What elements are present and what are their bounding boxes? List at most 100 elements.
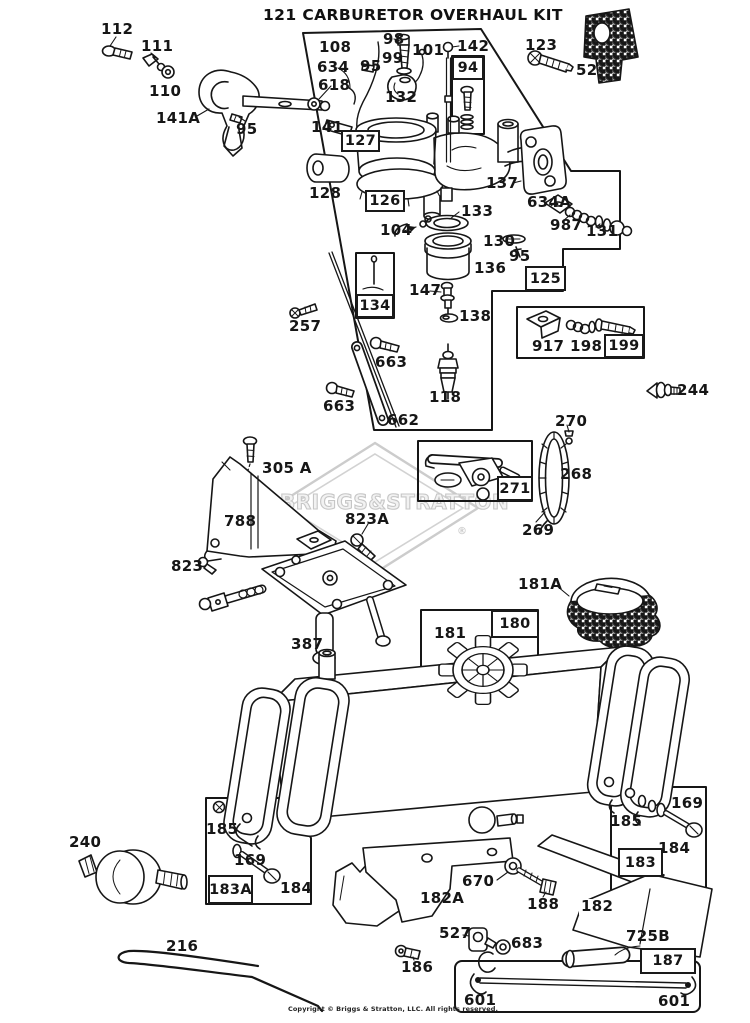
part-label-618: 618 bbox=[318, 76, 351, 94]
part-98-99-needle-drawing bbox=[396, 33, 412, 75]
part-label-601-a: 601 bbox=[464, 991, 497, 1009]
part-683-grommet-drawing bbox=[484, 937, 511, 955]
part-label-131: 131 bbox=[586, 222, 619, 240]
part-box-label-127: 127 bbox=[341, 130, 380, 152]
part-label-670: 670 bbox=[462, 872, 495, 890]
part-label-110: 110 bbox=[149, 82, 182, 100]
part-box-label-183A: 183A bbox=[208, 875, 253, 904]
part-label-104: 104 bbox=[380, 221, 413, 239]
part-label-244: 244 bbox=[677, 381, 710, 399]
registered-mark-icon: ® bbox=[457, 526, 467, 537]
part-label-240: 240 bbox=[69, 833, 102, 851]
part-138-washer-drawing bbox=[439, 313, 459, 323]
part-label-142: 142 bbox=[457, 37, 490, 55]
part-label-185-b: 185 bbox=[610, 812, 643, 830]
tank-straps-left-drawing bbox=[223, 676, 350, 845]
part-663-screw-drawing-b bbox=[325, 381, 355, 398]
part-label-188: 188 bbox=[527, 895, 560, 913]
part-label-823: 823 bbox=[171, 557, 204, 575]
part-label-182A: 182A bbox=[420, 889, 465, 907]
part-257-screw-drawing bbox=[289, 303, 318, 319]
copyright-text: Copyright © Briggs & Stratton, LLC. All … bbox=[288, 1005, 499, 1013]
part-label-181: 181 bbox=[434, 624, 467, 642]
part-634A-spring-assy-drawing bbox=[544, 194, 633, 237]
part-618-grommet-drawing bbox=[307, 97, 321, 111]
page-title: 121 CARBURETOR OVERHAUL KIT bbox=[263, 6, 563, 24]
part-label-133: 133 bbox=[461, 202, 494, 220]
part-label-141A: 141A bbox=[156, 109, 201, 127]
part-244-fitting-drawing bbox=[646, 381, 681, 399]
part-270-clip-drawing bbox=[564, 430, 574, 445]
part-label-186: 186 bbox=[401, 958, 434, 976]
part-box-label-187: 187 bbox=[640, 948, 696, 974]
part-label-216: 216 bbox=[166, 937, 199, 955]
part-label-634: 634 bbox=[317, 58, 350, 76]
part-label-305A: 305 A bbox=[262, 459, 312, 477]
part-137-flange-drawing bbox=[519, 125, 567, 195]
part-label-270: 270 bbox=[555, 412, 588, 430]
part-label-198: 198 bbox=[570, 337, 603, 355]
part-label-137: 137 bbox=[486, 174, 519, 192]
part-label-527: 527 bbox=[439, 924, 472, 942]
part-box-label-271: 271 bbox=[497, 476, 533, 501]
part-130-washer-drawing bbox=[502, 234, 526, 244]
part-268-chain-drawing bbox=[538, 431, 570, 534]
part-label-917: 917 bbox=[532, 337, 565, 355]
part-label-182: 182 bbox=[579, 897, 616, 915]
part-95-pin-drawing-c bbox=[513, 246, 522, 258]
part-182A-bracket-drawing bbox=[332, 837, 514, 927]
part-142-rod-drawing bbox=[442, 41, 454, 163]
part-label-257: 257 bbox=[289, 317, 322, 335]
part-label-123: 123 bbox=[525, 36, 558, 54]
part-label-112: 112 bbox=[101, 20, 134, 38]
part-136-float-bowl-drawing bbox=[424, 232, 472, 281]
part-label-52: 52 bbox=[576, 61, 598, 79]
part-label-95-a: 95 bbox=[236, 120, 258, 138]
part-134-needle-drawing bbox=[362, 255, 384, 291]
part-141A-lever-drawing bbox=[198, 69, 331, 157]
part-601-rod-drawing bbox=[469, 973, 697, 996]
part-387-pump-drawing bbox=[198, 530, 407, 666]
part-label-136: 136 bbox=[474, 259, 507, 277]
leader-lines bbox=[109, 36, 641, 961]
part-label-118: 118 bbox=[429, 388, 462, 406]
part-box-label-125: 125 bbox=[525, 266, 566, 291]
part-634-link-wire-drawing bbox=[348, 87, 356, 105]
part-label-130: 130 bbox=[483, 232, 516, 250]
part-216-rod-drawing bbox=[117, 949, 324, 1013]
part-label-663-b: 663 bbox=[323, 397, 356, 415]
part-box-label-180: 180 bbox=[491, 610, 539, 638]
part-110-ring-drawing bbox=[161, 65, 175, 79]
part-label-138: 138 bbox=[459, 307, 492, 325]
part-181-cap-drawing bbox=[438, 635, 528, 705]
part-917-198-199-drawing bbox=[526, 310, 636, 339]
part-label-185-a: 185 bbox=[206, 820, 239, 838]
overhaul-kit-outline bbox=[302, 28, 621, 431]
part-128-bushing-drawing bbox=[306, 153, 350, 183]
part-box-label-183: 183 bbox=[618, 848, 663, 877]
part-label-683: 683 bbox=[511, 934, 544, 952]
part-label-95-c: 95 bbox=[509, 247, 531, 265]
box-134 bbox=[355, 252, 395, 319]
part-182-bracket-drawing bbox=[537, 834, 713, 958]
part-label-98: 98 bbox=[383, 30, 405, 48]
part-label-169-a: 169 bbox=[234, 851, 267, 869]
part-label-108: 108 bbox=[319, 38, 352, 56]
part-240-fuel-filter-drawing bbox=[78, 849, 188, 905]
part-label-987: 987 bbox=[550, 216, 583, 234]
part-95-clip-drawing-b bbox=[361, 63, 375, 73]
part-94-screw-spring-drawing bbox=[460, 85, 474, 131]
part-label-147: 147 bbox=[409, 281, 442, 299]
parts-artwork bbox=[78, 8, 713, 1013]
part-118-needle-seat-drawing bbox=[437, 343, 459, 400]
part-label-788: 788 bbox=[224, 512, 257, 530]
part-186-valve-drawing bbox=[394, 944, 421, 960]
left-panel-hardware-drawing bbox=[212, 800, 281, 884]
part-label-268: 268 bbox=[560, 465, 593, 483]
tank-straps-right-drawing bbox=[586, 645, 690, 818]
right-panel-hardware-drawing bbox=[603, 776, 703, 838]
part-label-823A: 823A bbox=[345, 510, 390, 528]
part-label-184-b: 184 bbox=[658, 839, 691, 857]
part-label-181A: 181A bbox=[518, 575, 563, 593]
